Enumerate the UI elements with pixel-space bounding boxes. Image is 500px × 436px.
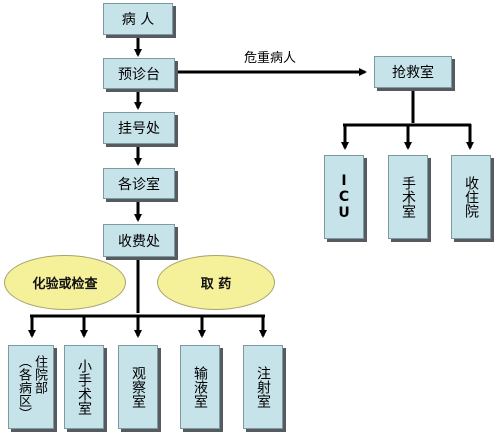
inpatient-main-label: 住院部	[32, 354, 47, 394]
inpatient-sub-label: （各病区）	[16, 354, 31, 420]
minor-surgery-node: 小手术室	[64, 345, 104, 429]
icu-node: ICU	[324, 155, 364, 239]
cashier-label: 收费处	[118, 233, 160, 250]
rescue-node: 抢救室	[374, 56, 452, 88]
injection-node: 注射室	[243, 345, 283, 429]
patient-label: 病 人	[121, 12, 155, 28]
icu-label: ICU	[336, 173, 352, 221]
observation-label: 观察室	[130, 366, 146, 408]
pharmacy-ellipse: 取 药	[157, 255, 275, 310]
pharmacy-label: 取 药	[200, 277, 232, 292]
lab-test-ellipse: 化验或检查	[4, 255, 126, 310]
injection-label: 注射室	[255, 366, 271, 408]
triage-label: 预诊台	[118, 66, 160, 83]
registration-label: 挂号处	[118, 121, 160, 137]
surgery-node: 手术室	[388, 155, 428, 239]
patient-node: 病 人	[103, 3, 173, 35]
inpatient-text: 住院部 （各病区）	[16, 354, 47, 420]
registration-node: 挂号处	[103, 112, 175, 144]
infusion-node: 输液室	[180, 345, 220, 429]
inpatient-node: 住院部 （各病区）	[8, 345, 54, 429]
clinics-label: 各诊室	[118, 176, 160, 193]
admit-label: 收住院	[463, 176, 479, 218]
infusion-label: 输液室	[192, 366, 208, 408]
minor-surgery-label: 小手术室	[76, 359, 92, 415]
triage-node: 预诊台	[103, 58, 175, 89]
cashier-node: 收费处	[103, 224, 175, 257]
rescue-label: 抢救室	[392, 65, 434, 81]
admit-node: 收住院	[451, 155, 491, 239]
critical-patient-label: 危重病人	[244, 51, 297, 66]
lab-test-label: 化验或检查	[32, 277, 98, 292]
surgery-label: 手术室	[400, 176, 416, 218]
clinics-node: 各诊室	[103, 168, 175, 199]
observation-node: 观察室	[118, 345, 158, 429]
